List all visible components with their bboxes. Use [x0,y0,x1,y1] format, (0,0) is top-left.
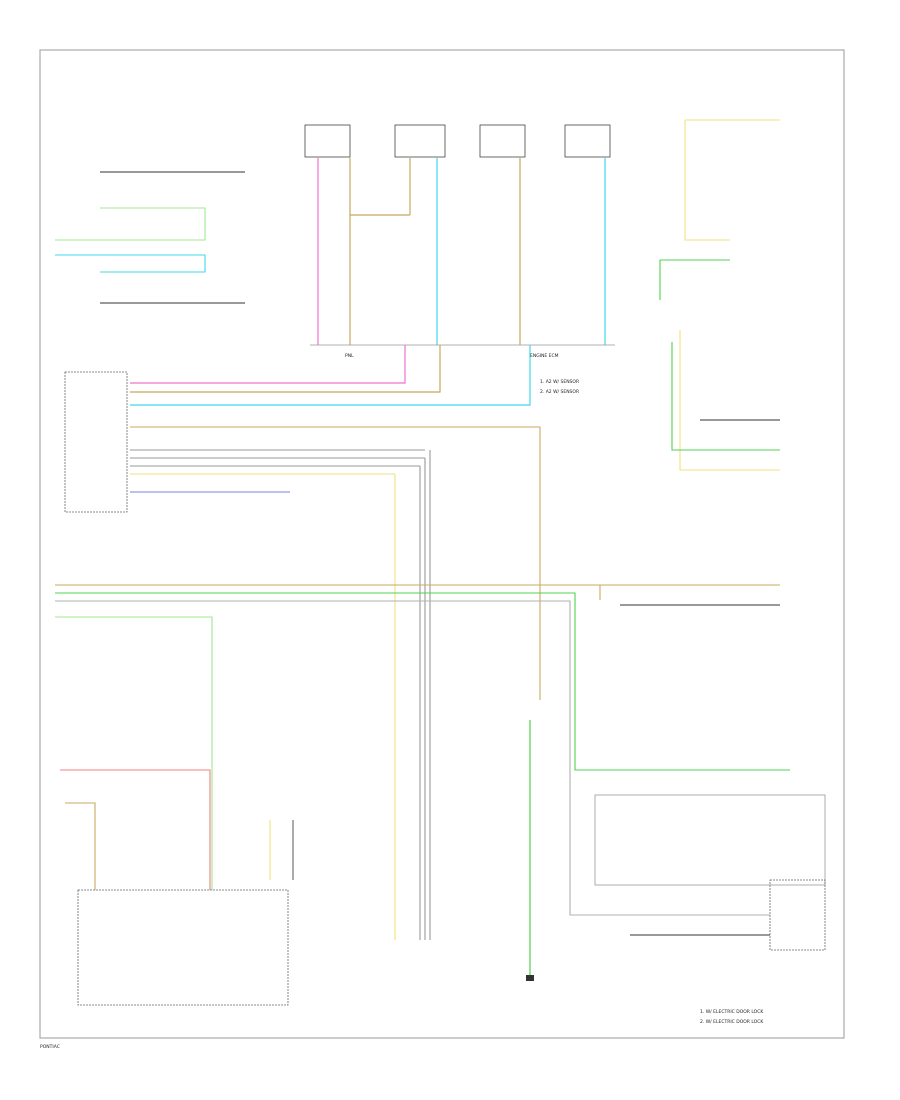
ground-symbol [526,975,534,981]
right-bottom-box [769,879,826,951]
ecm-drop-wires [130,345,531,406]
right-lower-box [594,794,826,886]
top-relay-boxes [304,124,611,158]
note-top-2: 2. A2 W/ SENSOR [540,389,579,395]
bus-right-label: ENGINE ECM [530,353,559,359]
note-bottom-2: 2. W/ ELECTRIC DOOR LOCK [700,1019,764,1025]
top-vertical-wires [317,158,606,345]
relay-box-1 [304,124,351,158]
relay-box-3 [479,124,526,158]
upper-left-wires [55,171,245,304]
note-bottom-1: 1. W/ ELECTRIC DOOR LOCK [700,1009,764,1015]
relay-box-2 [394,124,446,158]
footer-label: PONTIAC [40,1044,60,1050]
right-side-wires [630,119,780,936]
middle-horizontal-wires [55,584,790,916]
diagram-border [39,49,845,1039]
center-vertical-wires [394,450,431,940]
bottom-left-wires [60,769,294,890]
relay-box-4 [564,124,611,158]
bus-left-label: PNL [345,353,354,359]
bottom-left-module [77,889,289,1006]
engine-control-module [64,371,541,700]
note-top-1: 1. A2 W/ SENSOR [540,379,579,385]
